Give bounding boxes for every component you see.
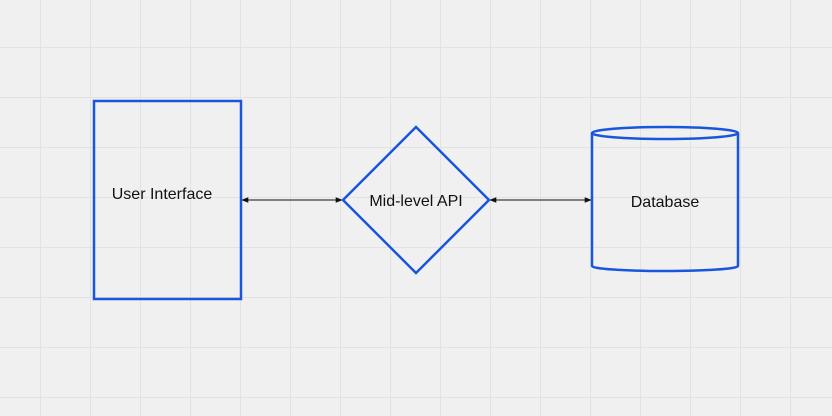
mid-level-api-diamond: [341, 125, 491, 275]
user-interface-box: [92, 99, 243, 301]
node-mid-level-api[interactable]: Mid-level API: [341, 125, 491, 275]
mid-level-api-label: Mid-level API: [369, 193, 462, 210]
database-cylinder-top: [590, 125, 740, 141]
user-interface-label: User Interface: [112, 186, 213, 203]
node-user-interface[interactable]: User Interface: [92, 99, 243, 301]
database-cylinder: [590, 133, 740, 273]
database-label: Database: [631, 194, 700, 211]
node-database[interactable]: Database: [590, 125, 740, 273]
